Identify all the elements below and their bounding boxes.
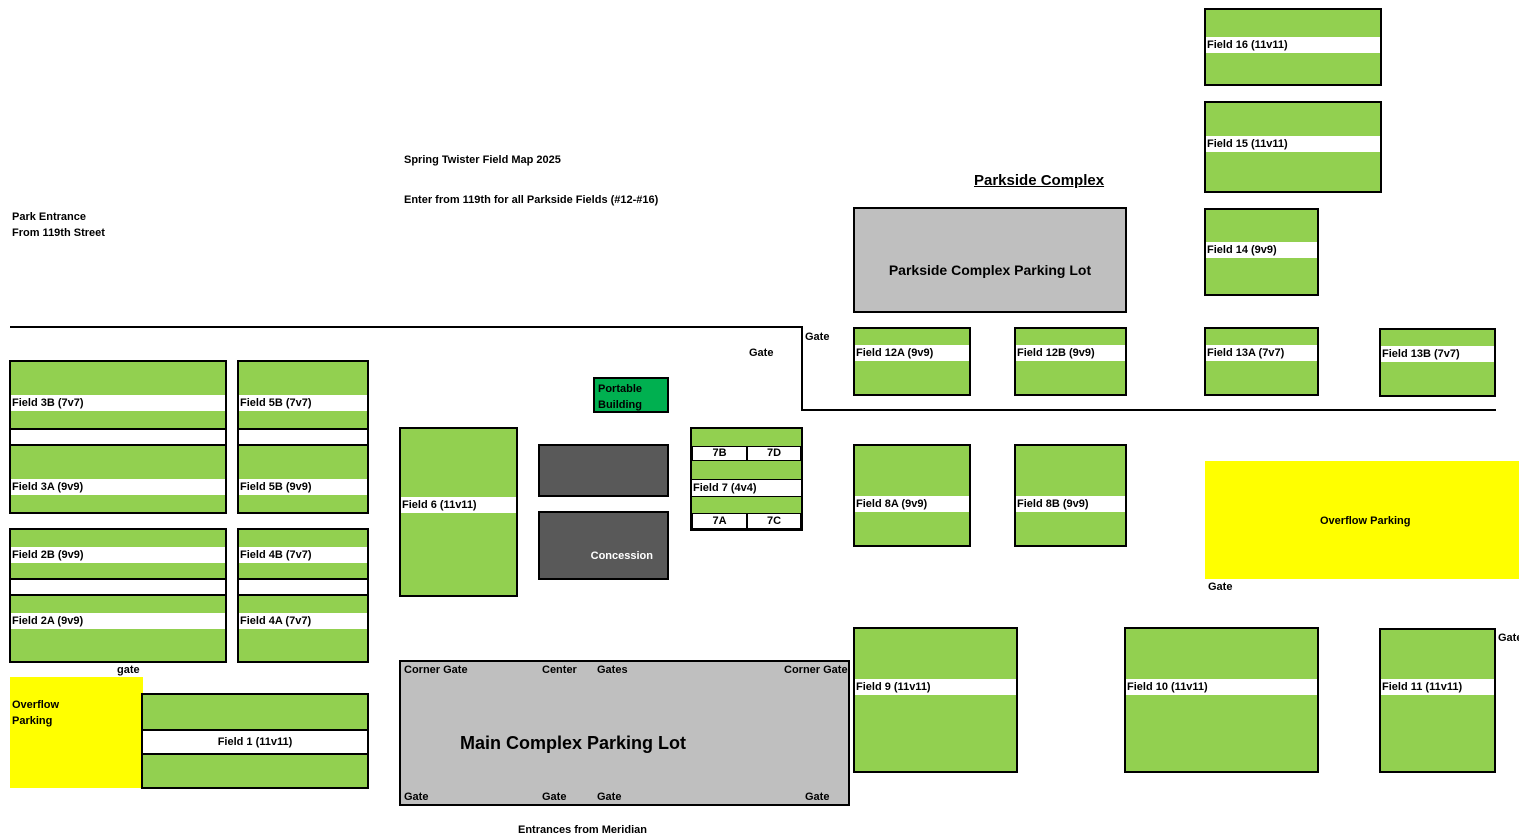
field-8b-label: Field 8B (9v9) xyxy=(1016,496,1125,512)
portable-building-label: Portable Building xyxy=(598,381,642,413)
portable-label-line1: Portable xyxy=(598,383,643,395)
field-8b[interactable]: Field 8B (9v9) xyxy=(1014,444,1127,547)
field-12b[interactable]: Field 12B (9v9) xyxy=(1014,327,1127,396)
field-13a[interactable]: Field 13A (7v7) xyxy=(1204,327,1319,396)
gate-label-right-edge: Gate xyxy=(1498,632,1519,644)
field-2b[interactable]: Field 2B (9v9) xyxy=(9,528,227,580)
field-11[interactable]: Field 11 (11v11) xyxy=(1379,628,1496,773)
overflow-parking-right-label: Overflow Parking xyxy=(1320,515,1411,527)
field-14-label: Field 14 (9v9) xyxy=(1206,242,1317,258)
parkside-lot-label: Parkside Complex Parking Lot xyxy=(888,262,1092,278)
field-3a[interactable]: Field 3A (9v9) xyxy=(9,444,227,514)
road-line-vertical xyxy=(801,326,803,411)
field-14[interactable]: Field 14 (9v9) xyxy=(1204,208,1319,296)
field-7b[interactable]: 7B xyxy=(692,446,747,461)
field-3b[interactable]: Field 3B (7v7) xyxy=(9,360,227,430)
gate-bottom-2: Gate xyxy=(542,791,567,803)
park-entrance-label-1: Park Entrance xyxy=(12,211,86,223)
field-2a[interactable]: Field 2A (9v9) xyxy=(9,594,227,663)
main-complex-parking-lot: Corner Gate Center Gates Corner Gate Mai… xyxy=(399,660,850,806)
parkside-parking-lot: Parkside Complex Parking Lot xyxy=(853,207,1127,313)
road-line-parkside xyxy=(801,409,1496,411)
meridian-entrances-label: Entrances from Meridian xyxy=(518,824,647,836)
field-11-label: Field 11 (11v11) xyxy=(1381,679,1494,695)
field-7[interactable]: 7B 7D Field 7 (4v4) 7A 7C xyxy=(690,427,803,531)
field-3b-label: Field 3B (7v7) xyxy=(11,395,225,411)
field-12a-label: Field 12A (9v9) xyxy=(855,345,969,361)
center-label: Center xyxy=(542,664,577,676)
gate-label-road: Gate xyxy=(805,331,830,343)
gate-bottom-3: Gate xyxy=(597,791,622,803)
park-entrance-label-2: From 119th Street xyxy=(12,227,105,239)
field-5b-top[interactable]: Field 5B (7v7) xyxy=(237,360,369,430)
field-13a-label: Field 13A (7v7) xyxy=(1206,345,1317,361)
field-5b-bottom-label: Field 5B (9v9) xyxy=(239,479,367,495)
field-10[interactable]: Field 10 (11v11) xyxy=(1124,627,1319,773)
gates-label: Gates xyxy=(597,664,628,676)
field-9[interactable]: Field 9 (11v11) xyxy=(853,627,1018,773)
parkside-entry-note: Enter from 119th for all Parkside Fields… xyxy=(404,194,659,206)
field-15[interactable]: Field 15 (11v11) xyxy=(1204,101,1382,193)
field-2b-label: Field 2B (9v9) xyxy=(11,547,225,563)
field-12b-label: Field 12B (9v9) xyxy=(1016,345,1125,361)
field-6[interactable]: Field 6 (11v11) xyxy=(399,427,518,597)
field-12a[interactable]: Field 12A (9v9) xyxy=(853,327,971,396)
gate-label-main: Gate xyxy=(749,347,774,359)
overflow-left-line1: Overflow xyxy=(12,699,60,711)
field-5b-top-label: Field 5B (7v7) xyxy=(239,395,367,411)
map-title: Spring Twister Field Map 2025 xyxy=(404,154,561,166)
field-7c[interactable]: 7C xyxy=(747,513,801,529)
field-13b[interactable]: Field 13B (7v7) xyxy=(1379,328,1496,397)
field-1[interactable]: Field 1 (11v11) xyxy=(141,693,369,789)
field-15-label: Field 15 (11v11) xyxy=(1206,136,1380,152)
field-5b-bottom[interactable]: Field 5B (9v9) xyxy=(237,444,369,514)
field-6-label: Field 6 (11v11) xyxy=(401,497,516,513)
field-7a[interactable]: 7A xyxy=(692,513,747,529)
field-16[interactable]: Field 16 (11v11) xyxy=(1204,8,1382,86)
field-4b-label: Field 4B (7v7) xyxy=(239,547,367,563)
field-4a[interactable]: Field 4A (7v7) xyxy=(237,594,369,663)
field-3a-label: Field 3A (9v9) xyxy=(11,479,225,495)
field-13b-label: Field 13B (7v7) xyxy=(1381,346,1494,362)
gate-bottom-1: Gate xyxy=(404,791,429,803)
field-9-label: Field 9 (11v11) xyxy=(855,679,1016,695)
parkside-complex-title: Parkside Complex xyxy=(974,172,1105,189)
field-10-label: Field 10 (11v11) xyxy=(1126,679,1317,695)
field-7d[interactable]: 7D xyxy=(747,446,801,461)
field-8a-label: Field 8A (9v9) xyxy=(855,496,969,512)
field-4a-label: Field 4A (7v7) xyxy=(239,613,367,629)
overflow-parking-left-label: Overflow Parking xyxy=(12,697,59,729)
main-lot-label: Main Complex Parking Lot xyxy=(460,733,687,753)
concession-building: Concession xyxy=(538,511,669,580)
field-16-label: Field 16 (11v11) xyxy=(1206,37,1380,53)
field-2a-label: Field 2A (9v9) xyxy=(11,613,225,629)
portable-label-line2: Building xyxy=(598,399,642,411)
portable-building: Portable Building xyxy=(593,377,669,413)
gate-bottom-4: Gate xyxy=(805,791,830,803)
field-8a[interactable]: Field 8A (9v9) xyxy=(853,444,971,547)
corner-gate-left: Corner Gate xyxy=(404,664,468,676)
field-7-label: Field 7 (4v4) xyxy=(692,479,801,497)
field-4b[interactable]: Field 4B (7v7) xyxy=(237,528,369,580)
road-line-top xyxy=(10,326,803,328)
overflow-parking-left: Overflow Parking xyxy=(10,677,143,788)
building-upper xyxy=(538,444,669,497)
concession-label: Concession xyxy=(590,550,653,562)
overflow-parking-right: Overflow Parking xyxy=(1205,461,1519,579)
field-1-label: Field 1 (11v11) xyxy=(143,729,367,755)
corner-gate-right: Corner Gate xyxy=(784,664,848,676)
gate-label-lower-left: gate xyxy=(117,664,140,676)
gate-label-overflow: Gate xyxy=(1208,581,1233,593)
overflow-left-line2: Parking xyxy=(12,715,53,727)
